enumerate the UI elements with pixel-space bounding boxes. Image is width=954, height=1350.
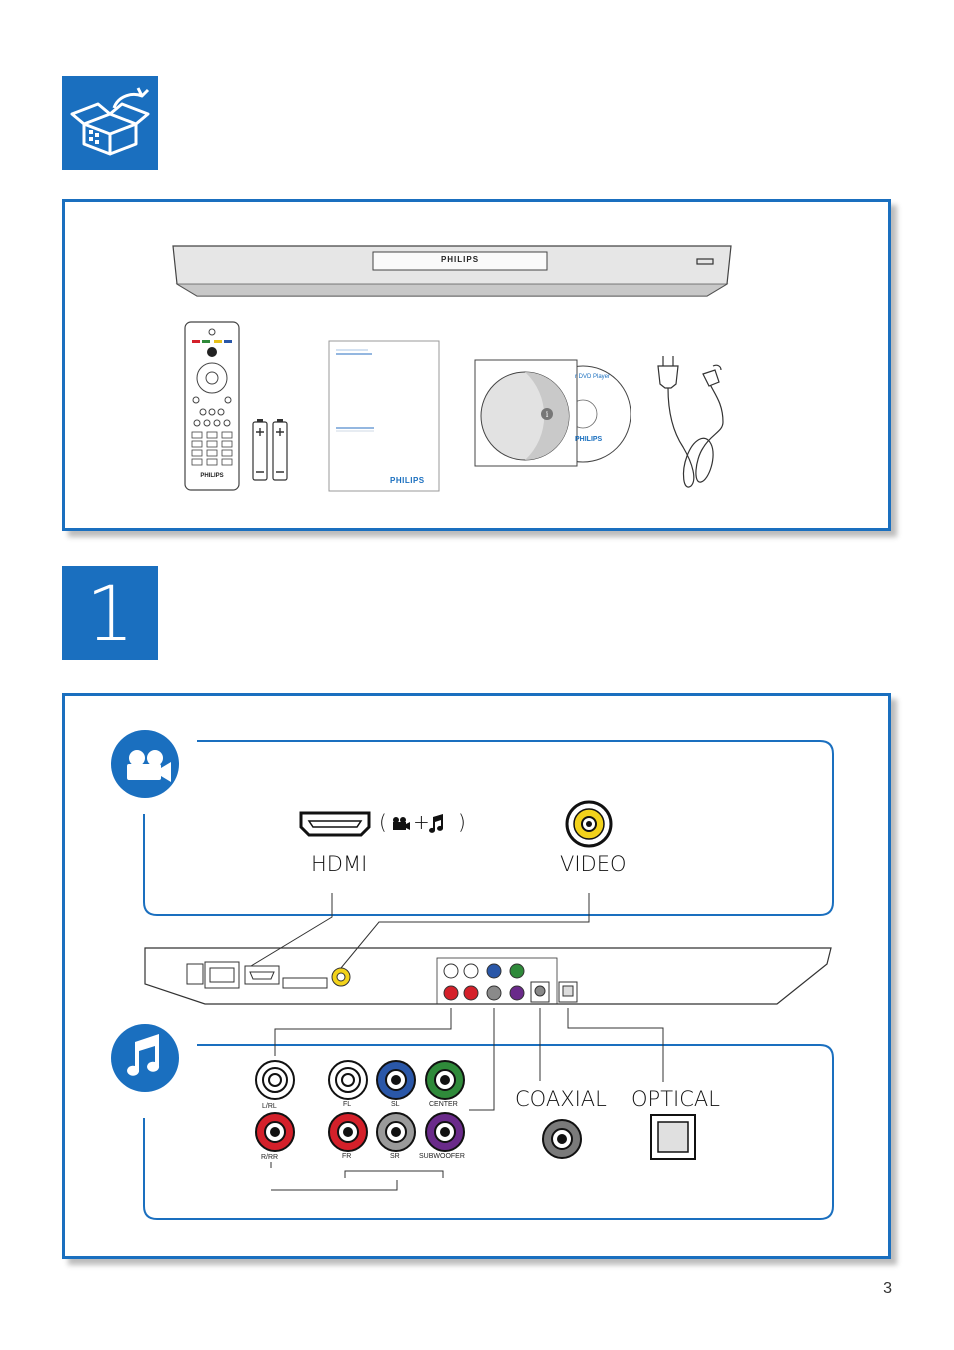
remote-brand: PHILIPS <box>200 473 224 479</box>
connection-diagram <box>111 730 834 1220</box>
video-rca-jack-icon <box>565 800 613 848</box>
jack-label-rrr: R/RR <box>261 1154 279 1161</box>
av-symbol-open: ( <box>379 810 387 834</box>
jack-fl <box>328 1060 368 1100</box>
disc-sleeve-text: r DVD Player <box>575 374 611 380</box>
jack-sr <box>376 1112 416 1152</box>
player-brand: PHILIPS <box>440 255 480 264</box>
jack-r-rr <box>255 1112 295 1152</box>
player-illustration <box>172 245 732 297</box>
hdmi-connector-icon <box>299 811 371 837</box>
package-contents-tile <box>62 76 158 170</box>
manual-brand: PHILIPS <box>390 476 425 485</box>
step-number-tile: 1 <box>62 566 158 660</box>
jack-label-sl: SL <box>391 1101 400 1108</box>
hdmi-label: HDMI <box>311 852 368 876</box>
video-group-frame <box>143 740 834 916</box>
jack-label-center: CENTER <box>429 1101 458 1108</box>
jack-label-fr: FR <box>342 1153 352 1160</box>
jack-label-sr: SR <box>390 1153 400 1160</box>
coaxial-jack-icon <box>542 1119 582 1159</box>
coaxial-label: COAXIAL <box>515 1087 607 1111</box>
jack-l-rl <box>255 1060 295 1100</box>
optical-port-icon <box>650 1114 696 1160</box>
step-number: 1 <box>85 568 135 658</box>
jack-fr <box>328 1112 368 1152</box>
music-note-icon <box>127 1034 160 1076</box>
audio-badge <box>111 1024 179 1092</box>
player-back-panel <box>144 947 832 1005</box>
video-camera-icon <box>127 750 171 782</box>
jack-center <box>425 1060 465 1100</box>
jack-label-subwoofer: SUBWOOFER <box>419 1153 465 1160</box>
jack-label-lrl: L/RL <box>262 1103 277 1110</box>
connections-panel: HDMI VIDEO ( + ) COAXIAL OPTICAL L/RL R/… <box>62 693 891 1259</box>
audio-group-frame <box>143 1044 834 1220</box>
batteries-illustration <box>252 419 288 481</box>
power-cord-illustration <box>657 356 724 488</box>
jack-sl <box>376 1060 416 1100</box>
jack-subwoofer <box>425 1112 465 1152</box>
av-symbol-plus: + <box>413 810 430 834</box>
box-contents-panel: PHILIPS PHILIPS PHILIPS <box>62 199 891 531</box>
av-symbol-icons <box>393 814 444 833</box>
video-label: VIDEO <box>560 852 627 876</box>
optical-label: OPTICAL <box>631 1087 720 1111</box>
disc-brand: PHILIPS <box>575 436 603 443</box>
disc-and-sleeve-illustration: i <box>474 359 631 467</box>
page-number: 3 <box>883 1280 892 1297</box>
av-symbol-close: ) <box>458 810 466 834</box>
svg-text:i: i <box>546 410 549 419</box>
remote-control-illustration <box>184 321 240 491</box>
open-box-icon <box>70 87 150 156</box>
user-manual-illustration <box>328 340 440 492</box>
jack-label-fl: FL <box>343 1101 352 1108</box>
